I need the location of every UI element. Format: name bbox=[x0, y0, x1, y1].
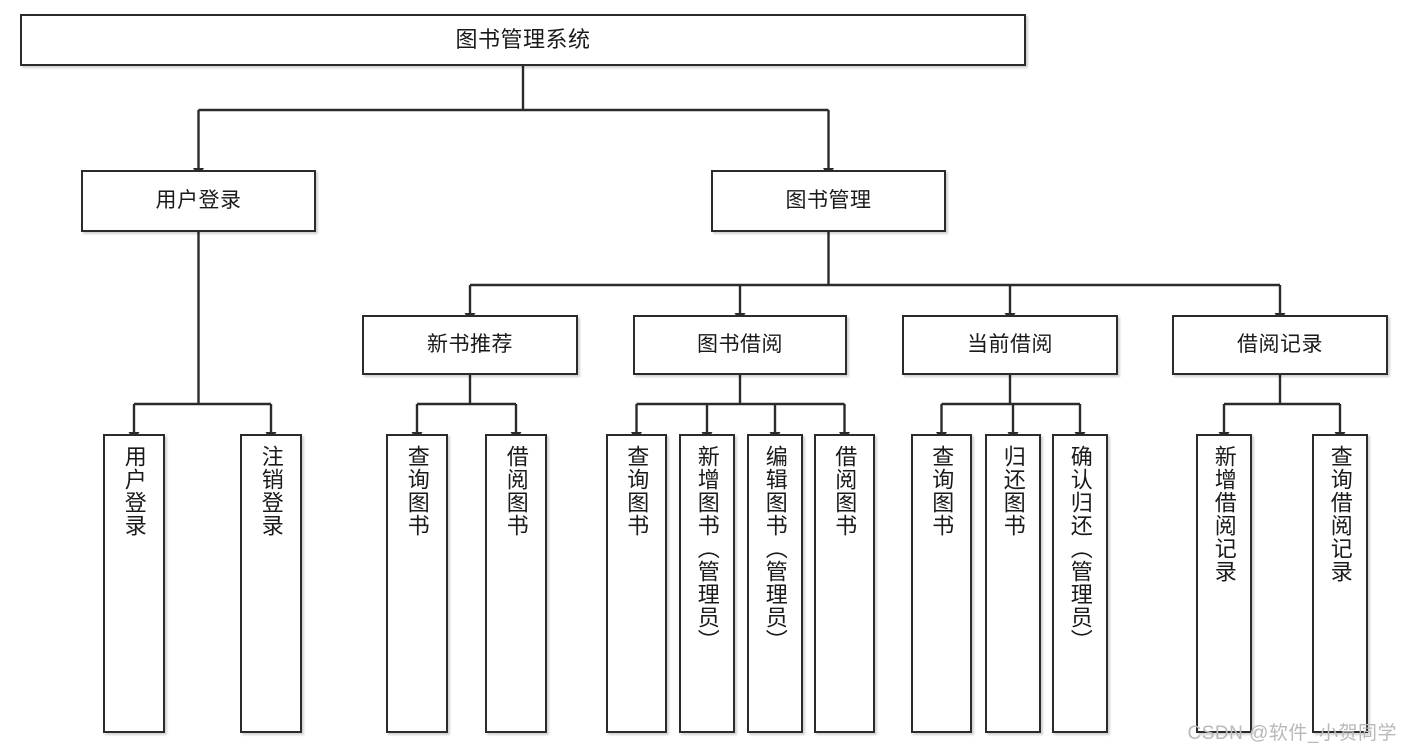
node-label: 用户登录 bbox=[155, 188, 242, 212]
watermark: CSDN @软件_小贺同学 bbox=[1187, 723, 1397, 744]
node-label: 确认归还（管理员） bbox=[1067, 445, 1093, 652]
node-label: 用户登录 bbox=[121, 445, 147, 537]
leaf-node-leaf-logout[interactable]: 注销登录 bbox=[240, 434, 302, 733]
connector-lines bbox=[128, 66, 1346, 441]
node-label: 图书借阅 bbox=[697, 332, 783, 356]
level3-node-borrow-record[interactable]: 借阅记录 bbox=[1172, 315, 1388, 375]
leaf-node-leaf-add-record[interactable]: 新增借阅记录 bbox=[1196, 434, 1252, 733]
leaf-node-leaf-query-book-borrow[interactable]: 查询图书 bbox=[606, 434, 667, 733]
leaf-node-leaf-query-record[interactable]: 查询借阅记录 bbox=[1312, 434, 1368, 733]
node-label: 借阅图书 bbox=[832, 445, 858, 537]
node-label: 归还图书 bbox=[1000, 445, 1026, 537]
node-label: 编辑图书（管理员） bbox=[762, 445, 788, 652]
leaf-node-leaf-add-book[interactable]: 新增图书（管理员） bbox=[679, 434, 735, 733]
node-label: 新书推荐 bbox=[427, 332, 513, 356]
level3-node-new-book-recommend[interactable]: 新书推荐 bbox=[362, 315, 578, 375]
level3-node-book-borrow[interactable]: 图书借阅 bbox=[633, 315, 847, 375]
node-label: 新增图书（管理员） bbox=[694, 445, 720, 652]
node-label: 注销登录 bbox=[258, 445, 284, 537]
level3-node-current-borrow[interactable]: 当前借阅 bbox=[902, 315, 1118, 375]
node-label: 查询图书 bbox=[929, 445, 955, 537]
node-label: 查询借阅记录 bbox=[1327, 445, 1353, 583]
node-label: 新增借阅记录 bbox=[1211, 445, 1237, 583]
level2-node-book-management[interactable]: 图书管理 bbox=[711, 170, 946, 232]
node-label: 当前借阅 bbox=[967, 332, 1053, 356]
node-label: 借阅记录 bbox=[1237, 332, 1323, 356]
level2-node-user-login[interactable]: 用户登录 bbox=[81, 170, 316, 232]
leaf-node-leaf-return-book[interactable]: 归还图书 bbox=[985, 434, 1041, 733]
leaf-node-leaf-edit-book[interactable]: 编辑图书（管理员） bbox=[747, 434, 803, 733]
node-label: 借阅图书 bbox=[503, 445, 529, 537]
node-label: 查询图书 bbox=[404, 445, 430, 537]
leaf-node-leaf-user-login[interactable]: 用户登录 bbox=[103, 434, 165, 733]
leaf-node-leaf-query-book-rec[interactable]: 查询图书 bbox=[386, 434, 448, 733]
node-label: 图书管理 bbox=[785, 188, 872, 212]
leaf-node-leaf-borrow-book[interactable]: 借阅图书 bbox=[814, 434, 875, 733]
leaf-node-leaf-query-book-current[interactable]: 查询图书 bbox=[911, 434, 972, 733]
root-node-root[interactable]: 图书管理系统 bbox=[20, 14, 1026, 66]
node-label: 图书管理系统 bbox=[455, 27, 591, 53]
leaf-node-leaf-confirm-return[interactable]: 确认归还（管理员） bbox=[1052, 434, 1108, 733]
node-label: 查询图书 bbox=[624, 445, 650, 537]
leaf-node-leaf-borrow-book-rec[interactable]: 借阅图书 bbox=[485, 434, 547, 733]
